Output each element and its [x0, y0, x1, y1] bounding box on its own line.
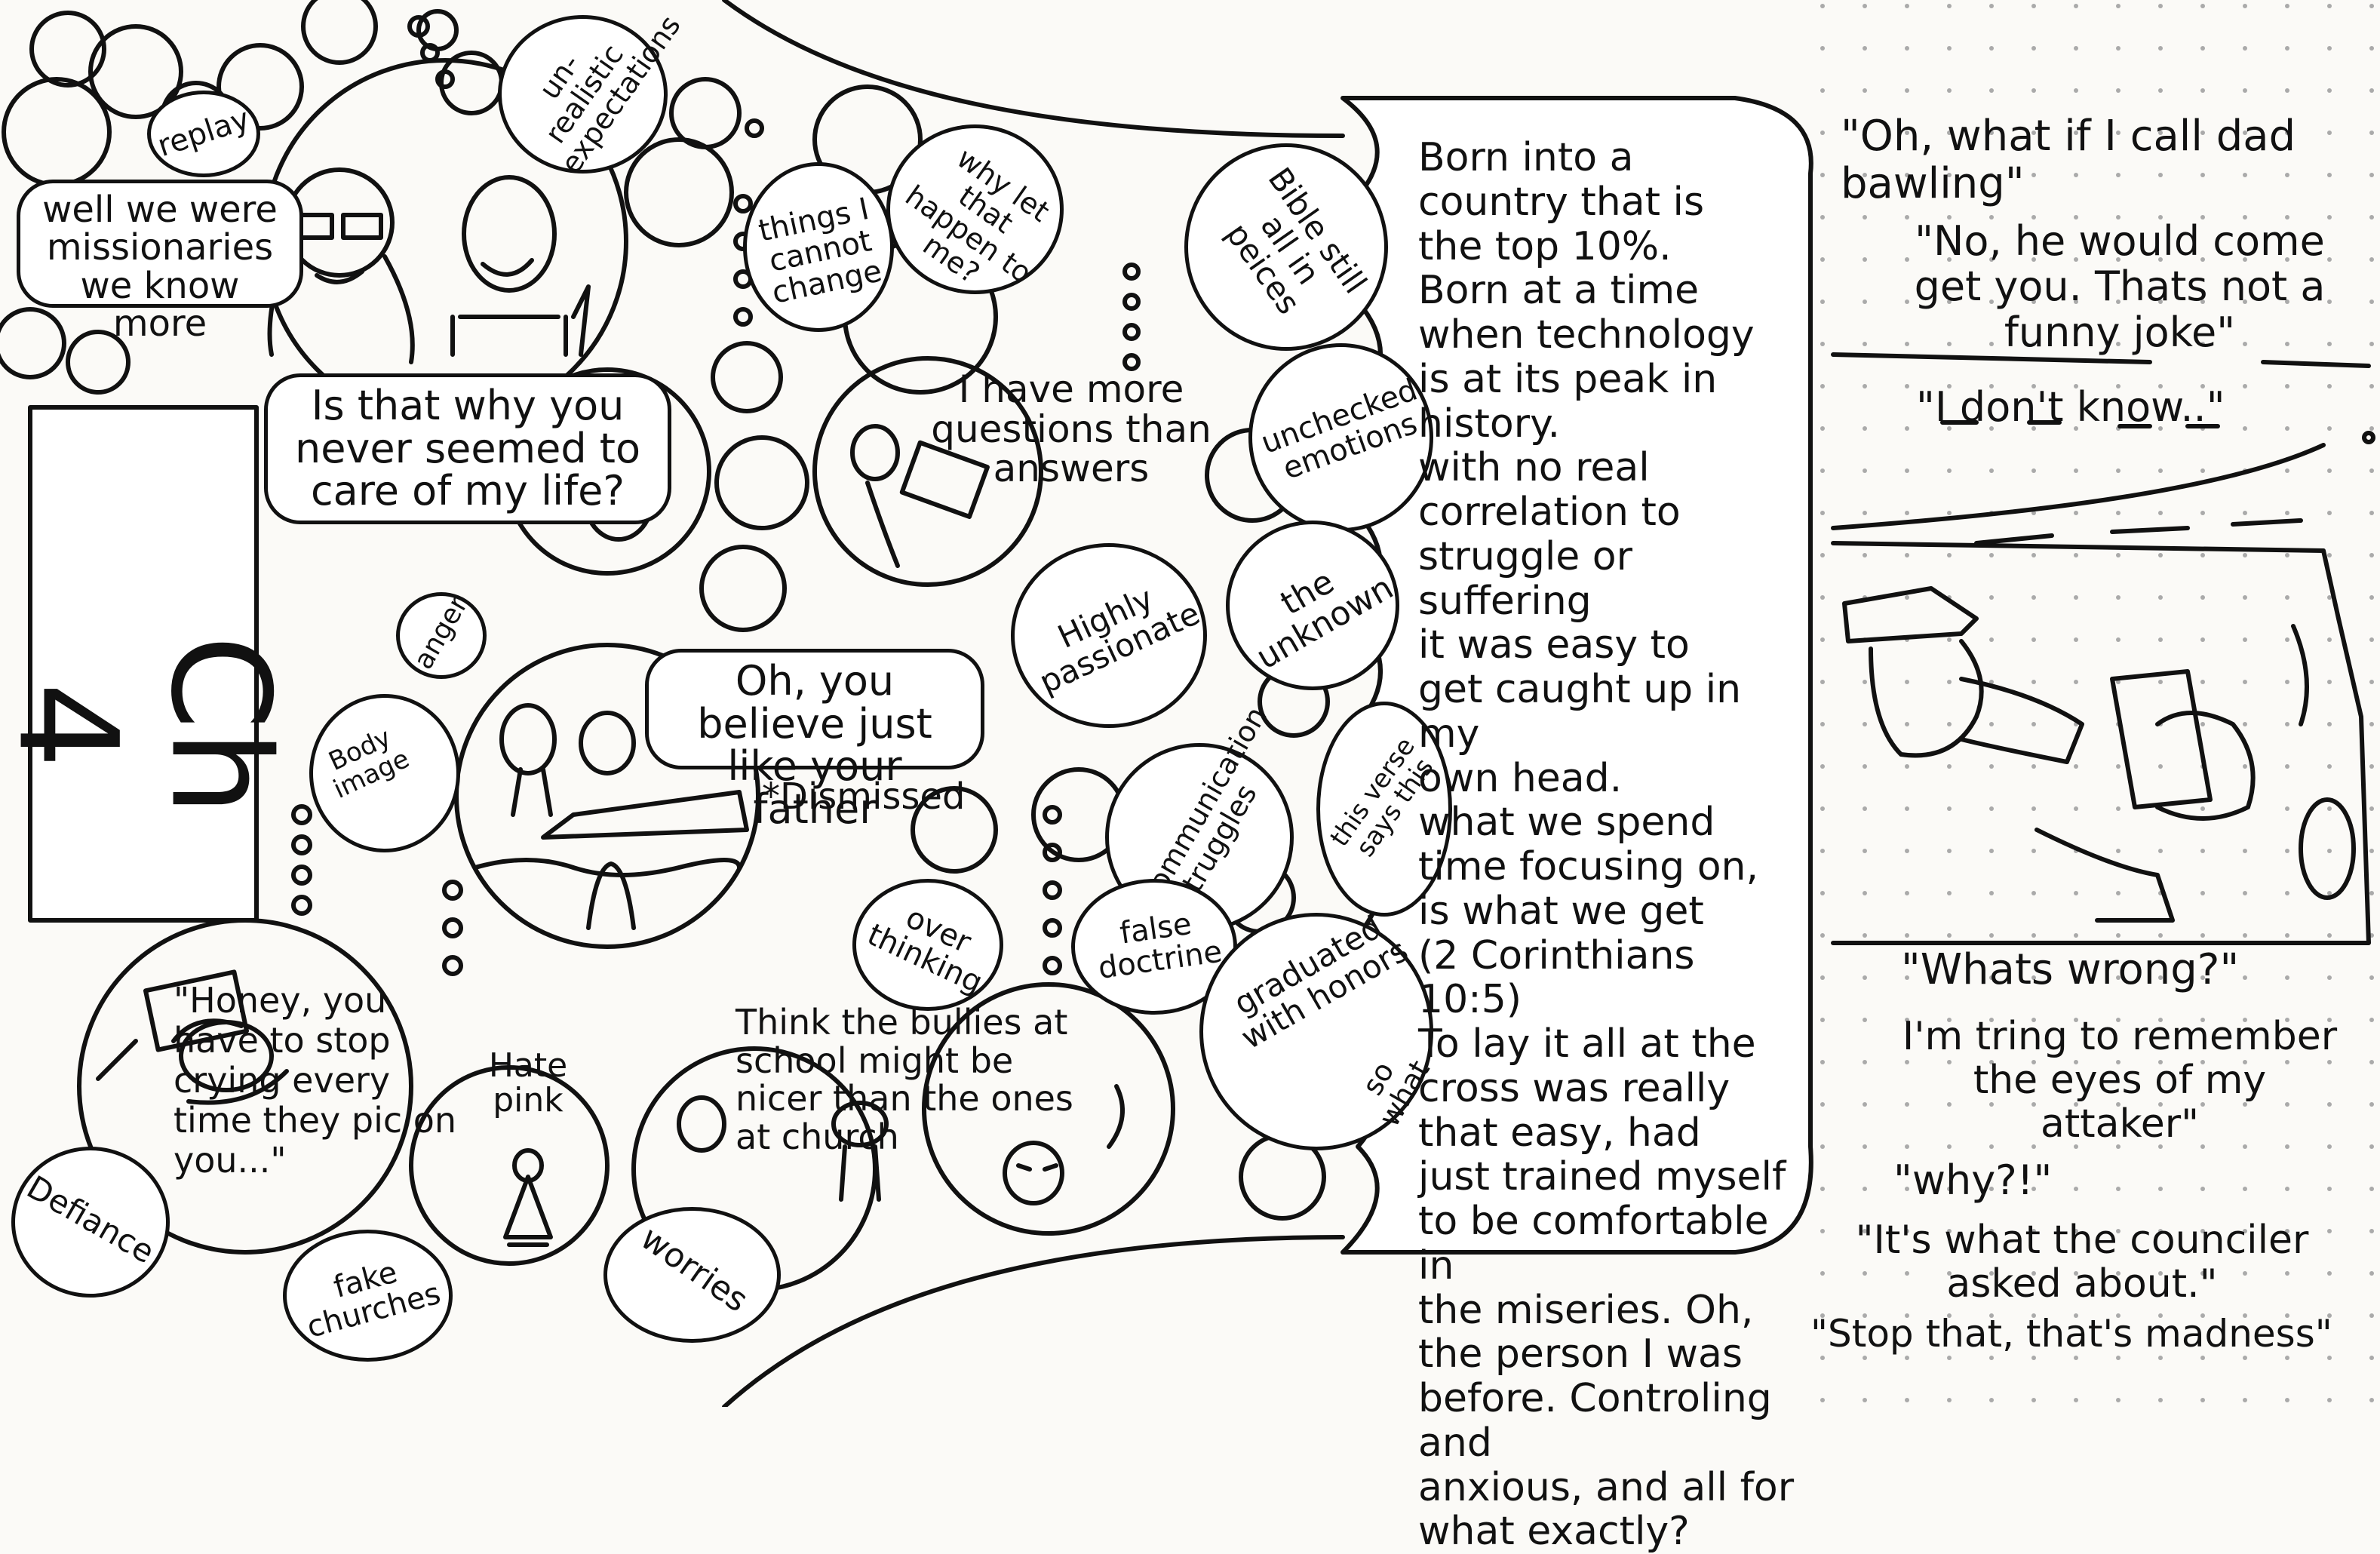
quote-call-dad: "Oh, what if I call dad bawling"	[1841, 112, 2296, 208]
chapter-box	[28, 405, 259, 923]
scroll-line: (2 Corinthians 10:5)	[1418, 932, 1695, 1023]
overthinking-label: over thinking	[861, 900, 988, 1001]
passionate-bubble: Highly passionate	[1011, 543, 1207, 728]
bottom-swoop-line	[722, 1235, 1345, 1407]
scroll-line: own head.	[1418, 755, 1623, 801]
quote-remember-eyes: I'm tring to remember the eyes of my att…	[1902, 1014, 2338, 1147]
scroll-line: anxious, and all for	[1418, 1464, 1795, 1510]
scroll-line: time focusing on,	[1418, 844, 1759, 889]
more-questions-bubble	[812, 356, 1043, 587]
scroll-line: get caught up in my	[1418, 667, 1742, 757]
scroll-line: the miseries. Oh,	[1418, 1287, 1754, 1333]
line-art-layer	[0, 0, 2380, 1407]
scroll-line: what exactly?	[1418, 1509, 1690, 1554]
dot-grid	[1810, 0, 2380, 1407]
scroll-line: Born at a time	[1418, 268, 1700, 314]
scroll-line: To lay it all at the	[1418, 1021, 1756, 1067]
quote-counciler: "It's what the counciler asked about."	[1855, 1218, 2309, 1307]
scroll-line: history.	[1418, 401, 1560, 447]
scroll-line: before. Controling and	[1418, 1376, 1772, 1466]
scroll-line: correlation to	[1418, 490, 1681, 535]
unrealistic-bubble: un-realistic expectations	[498, 9, 687, 180]
unknown-label: the unknown	[1249, 562, 1400, 677]
dismissed-note: *Dismissed	[762, 775, 966, 818]
replay-bubble: replay	[147, 91, 260, 177]
scroll-line: what we spend	[1418, 800, 1715, 846]
quote-whats-wrong: "Whats wrong?"	[1901, 945, 2240, 994]
hat-shape	[1842, 586, 1979, 643]
worries-bubble: worries	[603, 1207, 781, 1343]
scroll-line: cross was really	[1418, 1065, 1730, 1111]
hate-pink-speech: Hate pink	[488, 1046, 568, 1120]
bible-label: Bible still all in peices	[1218, 161, 1374, 321]
bullies-scene-right-bubble	[922, 982, 1175, 1236]
quote-why: "why?!"	[1893, 1156, 2053, 1204]
unchecked-bubble: unchecked emotions	[1248, 343, 1433, 532]
overthinking-bubble: over thinking	[852, 879, 1003, 1011]
scroll-line: it was easy to	[1418, 622, 1690, 668]
honey-speech: "Honey, you have to stop crying every ti…	[174, 980, 457, 1181]
why-happen-bubble: why let that happen to me?	[886, 124, 1064, 294]
scroll-line: just trained myself	[1418, 1154, 1786, 1200]
body-image-label: Body image	[324, 722, 414, 805]
chapter-title: Ch 4	[0, 634, 299, 816]
graduated-bubble: graduated with honors	[1199, 908, 1433, 1150]
anger-label: anger	[407, 591, 474, 675]
top-swoop-line	[722, 0, 1345, 138]
unknown-bubble: the unknown	[1226, 521, 1400, 690]
bible-bubble: Bible still all in peices	[1184, 143, 1388, 351]
scroll-line: the person I was	[1418, 1331, 1743, 1377]
passionate-label: Highly passionate	[1033, 579, 1205, 702]
things-change-label: things I cannot change	[755, 192, 886, 311]
defiance-label: Defiance	[20, 1168, 161, 1271]
scroll-line: that easy, had	[1418, 1110, 1701, 1156]
more-questions-label: I have more questions than answers	[931, 367, 1211, 490]
scroll-line: is what we get	[1418, 888, 1704, 934]
scroll-line: the top 10%.	[1418, 223, 1672, 269]
scroll-line: when technology	[1418, 312, 1755, 358]
body-image-bubble: Body image	[309, 694, 460, 852]
quote-come-get-you: "No, he would come get you. Thats not a …	[1914, 217, 2326, 356]
scroll-line: country that is	[1418, 179, 1705, 225]
fake-churches-label: fake churches	[303, 1255, 444, 1345]
scroll-line: is at its peak in	[1418, 356, 1718, 402]
missionaries-speech: well we were missionaries we know more	[17, 180, 303, 342]
believe-father-speech: Oh, you believe just like your father	[645, 649, 984, 831]
quote-dont-know: "I don't know.."	[1916, 383, 2225, 431]
verse-bubble: this verse says this	[1316, 702, 1452, 917]
scroll-line: with no real	[1418, 445, 1650, 491]
worries-label: worries	[633, 1218, 755, 1320]
quote-madness: "Stop that, that's madness"	[1810, 1312, 2332, 1356]
defiance-bubble: Defiance	[11, 1147, 170, 1298]
scroll-line: struggle or suffering	[1418, 533, 1632, 624]
scroll-text: Born into a country that is the top 10%.…	[1418, 136, 1810, 1554]
anger-bubble: anger	[396, 591, 487, 679]
unchecked-label: unchecked emotions	[1256, 372, 1422, 487]
fake-churches-bubble: fake churches	[283, 1230, 453, 1362]
bullies-speech: Think the bullies at school might be nic…	[735, 1002, 1073, 1157]
never-cared-speech: Is that why you never seemed to care of …	[264, 373, 671, 524]
false-doctrine-bubble: false doctrine	[1071, 879, 1237, 1015]
things-change-bubble: things I cannot change	[743, 162, 894, 332]
hate-pink-bubble	[409, 1065, 610, 1266]
scroll-line: to be comfortable in	[1418, 1199, 1769, 1288]
scroll-line: Born into a	[1418, 135, 1634, 180]
replay-label: replay	[153, 101, 254, 164]
